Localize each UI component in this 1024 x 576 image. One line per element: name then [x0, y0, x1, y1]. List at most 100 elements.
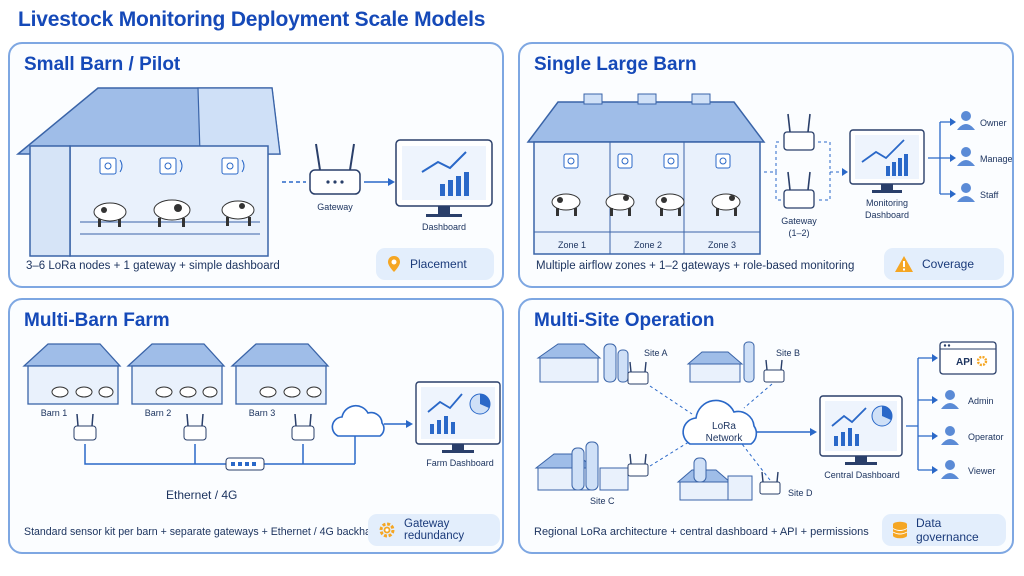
gateway-2-icon	[783, 171, 815, 209]
sensor-node-zone-4	[715, 153, 731, 169]
monitoring-dashboard-icon	[849, 129, 925, 193]
role-owner-label: Owner	[980, 118, 1007, 128]
barn-2-icon	[126, 343, 226, 405]
cow-3	[221, 200, 255, 226]
lora-network-label-line1: LoRa	[712, 421, 736, 432]
gateway-redundancy-badge: Gateway redundancy	[368, 514, 500, 546]
lora-network-cloud-icon	[682, 399, 758, 445]
role-operator-label: Operator	[968, 432, 1004, 442]
site-b-label: Site B	[776, 348, 800, 358]
location-pin-icon	[388, 256, 400, 272]
panel-description: Regional LoRa architecture + central das…	[534, 526, 869, 538]
gateway-site-c-icon	[627, 453, 649, 477]
gateway-icon	[309, 143, 361, 195]
site-c-buildings-icon	[534, 441, 629, 491]
barn-illustration	[15, 87, 281, 257]
cows-zone-2	[605, 193, 635, 216]
sensor-node-zone-1	[563, 153, 579, 169]
database-icon	[892, 521, 908, 539]
gateway-site-b-icon	[763, 359, 785, 383]
coverage-badge: Coverage	[884, 248, 1004, 280]
sensor-node-1	[99, 157, 123, 175]
cows-zone-1	[551, 193, 581, 216]
user-icon-operator	[941, 426, 959, 445]
zone-2-label: Zone 2	[634, 240, 662, 250]
api-label: API	[956, 357, 973, 368]
user-icon-admin	[941, 390, 959, 409]
dashboard-monitor-icon	[395, 139, 493, 217]
warning-icon	[895, 256, 913, 272]
panel-multi-site-operation: Multi-Site Operation Site A Site B Site …	[518, 298, 1014, 554]
small-barn-diagram: Gateway Dashboard	[15, 87, 493, 257]
zone-1-label: Zone 1	[558, 240, 586, 250]
site-d-buildings-icon	[676, 457, 753, 501]
network-switch-icon	[225, 457, 265, 471]
site-c-label: Site C	[590, 496, 615, 506]
site-a-label: Site A	[644, 348, 668, 358]
page-title: Livestock Monitoring Deployment Scale Mo…	[18, 8, 486, 31]
user-icon-manager	[957, 147, 975, 166]
gateway-barn-1-icon	[73, 413, 97, 441]
sensor-node-3	[221, 157, 245, 175]
barn-1-label: Barn 1	[41, 408, 68, 418]
site-b-buildings-icon	[686, 341, 755, 383]
farm-dashboard-monitor-icon	[415, 381, 501, 453]
gateway-1-icon	[783, 113, 815, 151]
gateway-site-d-icon	[759, 471, 781, 495]
panel-title: Multi-Site Operation	[534, 310, 715, 331]
gear-icon	[379, 522, 395, 538]
gateway-label: Gateway	[781, 216, 817, 226]
panel-multi-barn-farm: Multi-Barn Farm Barn 1 Barn 2 Barn 3	[8, 298, 504, 554]
sensor-node-zone-3	[663, 153, 679, 169]
panel-description: 3–6 LoRa nodes + 1 gateway + simple dash…	[26, 260, 280, 272]
placement-badge: Placement	[376, 248, 494, 280]
cow-2	[153, 199, 191, 227]
badge-label: Data governance	[916, 516, 979, 544]
farm-dashboard-label: Farm Dashboard	[426, 458, 494, 468]
badge-label: Gateway redundancy	[404, 518, 465, 542]
cow-1	[93, 202, 127, 227]
site-d-label: Site D	[788, 488, 813, 498]
user-icon-owner	[957, 111, 975, 130]
gateway-label: Gateway	[317, 202, 353, 212]
dashboard-label-line2: Dashboard	[865, 210, 909, 220]
barn-1-icon	[22, 343, 122, 405]
barn-3-icon	[230, 343, 330, 405]
cloud-icon	[331, 404, 385, 437]
lora-network-label-line2: Network	[706, 433, 744, 444]
dashboard-label-line1: Monitoring	[866, 198, 908, 208]
site-a-buildings-icon	[536, 343, 629, 383]
gateway-barn-2-icon	[183, 413, 207, 441]
zone-3-label: Zone 3	[708, 240, 736, 250]
data-governance-badge: Data governance	[882, 514, 1006, 546]
backhaul-label: Ethernet / 4G	[166, 488, 238, 502]
large-barn-diagram: Zone 1 Zone 2 Zone 3 Gateway (1–2) Monit…	[526, 93, 1012, 255]
user-icon-staff	[957, 183, 975, 202]
panel-title: Small Barn / Pilot	[24, 54, 181, 75]
gateway-count-label: (1–2)	[788, 228, 809, 238]
sensor-node-2	[159, 157, 183, 175]
api-window-icon	[939, 341, 997, 375]
cows-zone-4	[711, 193, 741, 216]
panel-title: Single Large Barn	[534, 54, 697, 75]
sensor-node-zone-2	[617, 153, 633, 169]
cows-zone-3	[655, 193, 685, 216]
badge-label: Placement	[410, 257, 467, 271]
role-staff-label: Staff	[980, 190, 999, 200]
gateway-barn-3-icon	[291, 413, 315, 441]
badge-label: Coverage	[922, 257, 975, 271]
panel-description: Multiple airflow zones + 1–2 gateways + …	[536, 260, 855, 272]
large-barn-illustration	[526, 93, 766, 255]
dashboard-label: Dashboard	[422, 222, 466, 232]
user-icon-viewer	[941, 460, 959, 479]
multi-barn-diagram: Barn 1 Barn 2 Barn 3 Farm Dashboard	[22, 343, 501, 471]
gateway-site-a-icon	[627, 361, 649, 385]
barn-3-label: Barn 3	[249, 408, 276, 418]
panel-small-barn: Small Barn / Pilot Gateway	[8, 42, 504, 288]
panel-description: Standard sensor kit per barn + separate …	[24, 526, 380, 538]
role-manager-label: Manager	[980, 154, 1012, 164]
central-dashboard-label: Central Dashboard	[824, 470, 900, 480]
panel-title: Multi-Barn Farm	[24, 310, 170, 331]
central-dashboard-monitor-icon	[819, 395, 903, 465]
role-viewer-label: Viewer	[968, 466, 995, 476]
